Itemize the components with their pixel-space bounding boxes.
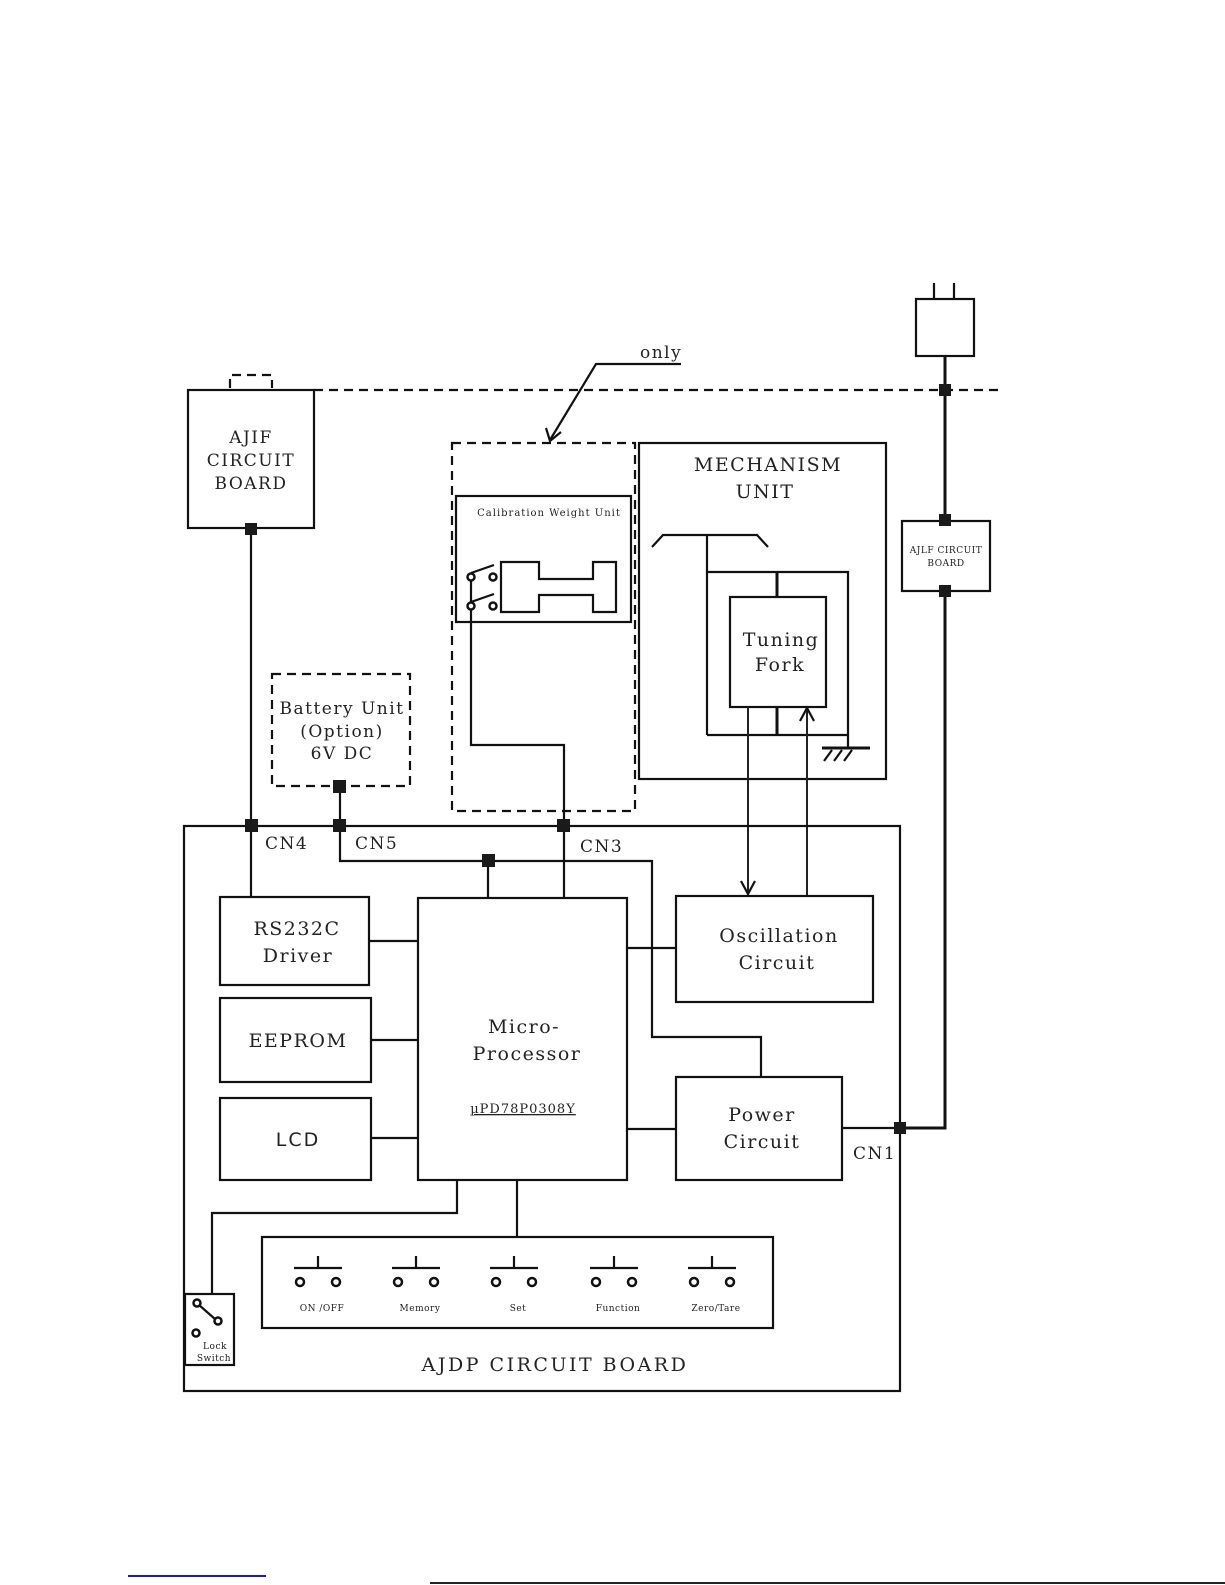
connector-node	[939, 585, 951, 597]
keypad-keys: ON /OFF Memory Set Function Zero/Tare	[294, 1256, 740, 1314]
push-switch-icon	[392, 1256, 440, 1288]
ajlf-circuit-board: AJLF CIRCUIT BOARD	[900, 519, 992, 593]
oscillation-circuit: Oscillation Circuit	[674, 894, 875, 1004]
mcu-label-2: Processor	[473, 1043, 582, 1065]
ajlf-label-1: AJLF CIRCUIT	[909, 546, 982, 556]
wire-ajlf-to-cn1	[900, 597, 947, 1130]
mechanism-unit: MECHANISM UNIT Tuning Fork	[637, 441, 888, 781]
keypad-panel	[260, 1235, 775, 1330]
ajdp-board-title: AJDP CIRCUIT BOARD	[421, 1354, 689, 1376]
battery-label-3: 6V DC	[311, 744, 374, 764]
push-switch-icon	[294, 1256, 342, 1288]
rs232c-label-2: Driver	[263, 945, 333, 967]
ajif-label-3: BOARD	[215, 474, 288, 494]
rs232c-label-1: RS232C	[253, 918, 340, 940]
ajdp-circuit-board	[182, 824, 902, 1393]
key-label: Memory	[400, 1304, 441, 1314]
push-switch-icon	[688, 1256, 736, 1288]
cn5-label: CN5	[355, 834, 398, 854]
lcd: LCD	[218, 1096, 373, 1182]
footer-rule	[430, 1582, 1225, 1584]
mechanism-label-1: MECHANISM	[694, 454, 842, 476]
connector-cn4	[245, 819, 258, 832]
connector-node	[333, 780, 346, 793]
lcd-label: LCD	[276, 1129, 320, 1151]
key-switch: Function	[590, 1256, 640, 1314]
key-switch: Set	[490, 1256, 538, 1314]
ground-icon	[822, 746, 870, 762]
arrow-head-icon	[544, 427, 562, 443]
calibration-option-outline	[450, 441, 637, 813]
eeprom-label: EEPROM	[249, 1030, 348, 1052]
lock-switch-label-2: Switch	[197, 1354, 231, 1364]
connector-node	[482, 854, 495, 867]
connector-node	[939, 384, 951, 396]
ajif-label-1: AJIF	[228, 428, 273, 448]
ajif-label-2: CIRCUIT	[207, 451, 295, 471]
cn1-label: CN1	[853, 1144, 896, 1164]
connector-cn3	[557, 819, 570, 832]
key-label: Set	[510, 1304, 527, 1314]
weight-icon	[499, 560, 618, 614]
microprocessor: Micro- Processor µPD78P0308Y	[416, 896, 629, 1182]
mcu-label-1: Micro-	[488, 1016, 560, 1038]
power-circuit: Power Circuit	[674, 1075, 844, 1182]
key-switch: ON /OFF	[294, 1256, 344, 1314]
wire-calibration-to-mcu	[469, 610, 566, 897]
battery-label-2: (Option)	[300, 722, 384, 742]
oscillation-label-1: Oscillation	[719, 925, 838, 947]
push-switch-icon	[490, 1256, 538, 1288]
tuning-fork: Tuning Fork	[728, 595, 828, 709]
lock-switch: Lock Switch	[183, 1292, 236, 1367]
calibration-switch-icon	[466, 563, 498, 611]
cn4-label: CN4	[265, 834, 308, 854]
cn3-label: CN3	[580, 837, 623, 857]
mcu-part-number: µPD78P0308Y	[470, 1102, 576, 1117]
rs232c-driver: RS232C Driver	[218, 895, 371, 987]
arrow-up-icon	[799, 705, 815, 722]
power-label-1: Power	[728, 1104, 796, 1126]
key-label: Zero/Tare	[691, 1304, 740, 1314]
wire-mcu-lock-switch	[210, 1181, 459, 1294]
power-plug-icon	[914, 283, 976, 358]
calibration-label: Calibration Weight Unit	[477, 508, 621, 519]
connector-node	[939, 514, 951, 526]
ajlf-label-2: BOARD	[927, 559, 964, 569]
push-switch-icon	[590, 1256, 638, 1288]
arrow-down-icon	[740, 880, 756, 897]
oscillation-label-2: Circuit	[739, 952, 816, 974]
footer-link-underline[interactable]	[128, 1575, 266, 1577]
key-switch: Zero/Tare	[688, 1256, 740, 1314]
lock-switch-label-1: Lock	[203, 1342, 227, 1352]
battery-label-1: Battery Unit	[279, 699, 404, 719]
annotation-only: only	[640, 343, 682, 363]
tuning-fork-label-2: Fork	[755, 654, 805, 676]
battery-unit: Battery Unit (Option) 6V DC	[270, 672, 412, 788]
weighing-pan-icon	[651, 533, 769, 548]
connector-cn1	[894, 1122, 906, 1134]
key-switch: Memory	[392, 1256, 441, 1314]
annotation-leader	[549, 362, 681, 441]
connector-cn5	[333, 819, 346, 832]
power-label-2: Circuit	[724, 1131, 801, 1153]
ajif-circuit-board: AJIF CIRCUIT BOARD	[186, 388, 316, 530]
calibration-weight-unit: Calibration Weight Unit	[454, 494, 633, 624]
key-label: Function	[596, 1304, 641, 1314]
eeprom: EEPROM	[218, 996, 373, 1084]
port-dashed-outline	[228, 373, 274, 388]
mechanism-label-2: UNIT	[736, 481, 795, 503]
connector-node	[245, 523, 257, 535]
tuning-fork-label-1: Tuning	[743, 629, 820, 651]
key-label: ON /OFF	[300, 1304, 345, 1314]
